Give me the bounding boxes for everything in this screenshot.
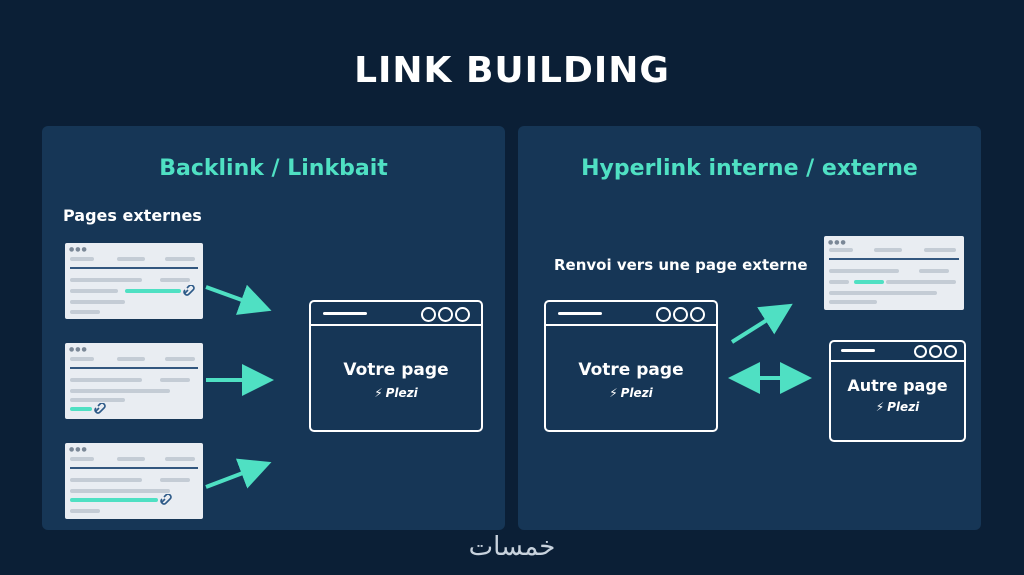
other-page-label: Autre page — [847, 376, 948, 395]
hyperlink-panel-title: Hyperlink interne / externe — [581, 156, 918, 181]
link-chain-icon — [94, 403, 106, 414]
your-page-window-right: Votre page ⚡Plezi — [544, 300, 718, 432]
external-pages-label: Pages externes — [63, 206, 202, 225]
external-page-target: ●●● — [824, 236, 964, 310]
your-page-window-left: Votre page ⚡Plezi — [309, 300, 483, 432]
watermark: خمسات — [468, 532, 556, 562]
hyperlink-panel: Hyperlink interne / externe — [518, 126, 981, 530]
brand-logo: ⚡Plezi — [875, 400, 920, 414]
external-page-2: ●●● — [65, 343, 203, 419]
plezi-logo-icon: ⚡ — [609, 386, 618, 400]
redirect-label: Renvoi vers une page externe — [554, 256, 808, 274]
your-page-label: Votre page — [343, 360, 449, 380]
link-chain-icon — [160, 494, 172, 505]
main-title: LINK BUILDING — [354, 50, 670, 91]
external-page-1: ●●● — [65, 243, 203, 319]
brand-logo: ⚡Plezi — [374, 386, 418, 400]
link-chain-icon — [183, 285, 195, 296]
external-page-3: ●●● — [65, 443, 203, 519]
other-page-window: Autre page ⚡Plezi — [829, 340, 966, 442]
your-page-label: Votre page — [578, 360, 684, 380]
brand-logo: ⚡Plezi — [609, 386, 653, 400]
backlink-panel-title: Backlink / Linkbait — [159, 156, 388, 181]
plezi-logo-icon: ⚡ — [875, 400, 885, 414]
plezi-logo-icon: ⚡ — [374, 386, 383, 400]
